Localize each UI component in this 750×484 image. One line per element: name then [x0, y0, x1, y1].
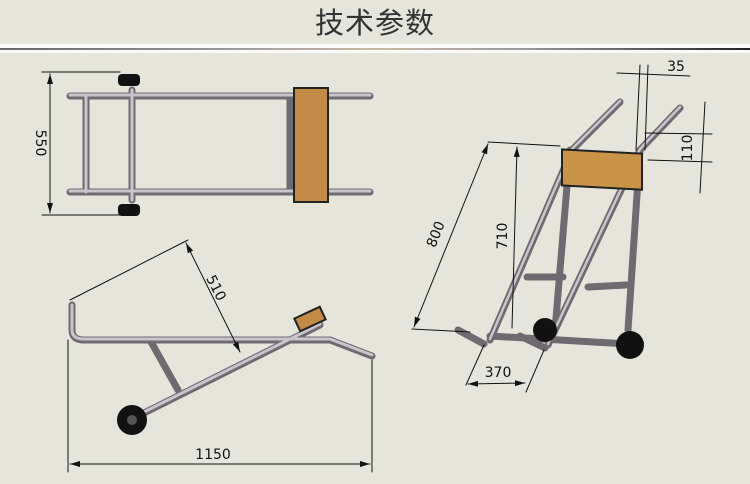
divider-top — [0, 44, 750, 48]
wood-board — [293, 305, 327, 333]
dim-iso-370: 370 — [485, 365, 512, 381]
top-view — [41, 71, 374, 216]
wheel — [118, 204, 140, 216]
dim-top-width: 550 — [32, 130, 48, 157]
page-title: 技术参数 — [314, 6, 435, 40]
side-view — [67, 239, 376, 473]
wood-board — [561, 148, 643, 191]
dim-iso-710: 710 — [495, 223, 511, 250]
dim-iso-800: 800 — [424, 219, 449, 250]
wheel — [533, 318, 557, 342]
dim-iso-35: 35 — [667, 59, 685, 75]
dim-handle: 510 — [202, 273, 228, 304]
iso-view — [411, 64, 713, 393]
divider-bottom — [0, 50, 750, 53]
wheel — [118, 74, 140, 86]
dim-length: 1150 — [195, 447, 231, 463]
divider — [0, 48, 750, 50]
wood-board — [293, 87, 329, 203]
wheel — [616, 331, 644, 359]
dim-iso-110: 110 — [680, 135, 696, 162]
